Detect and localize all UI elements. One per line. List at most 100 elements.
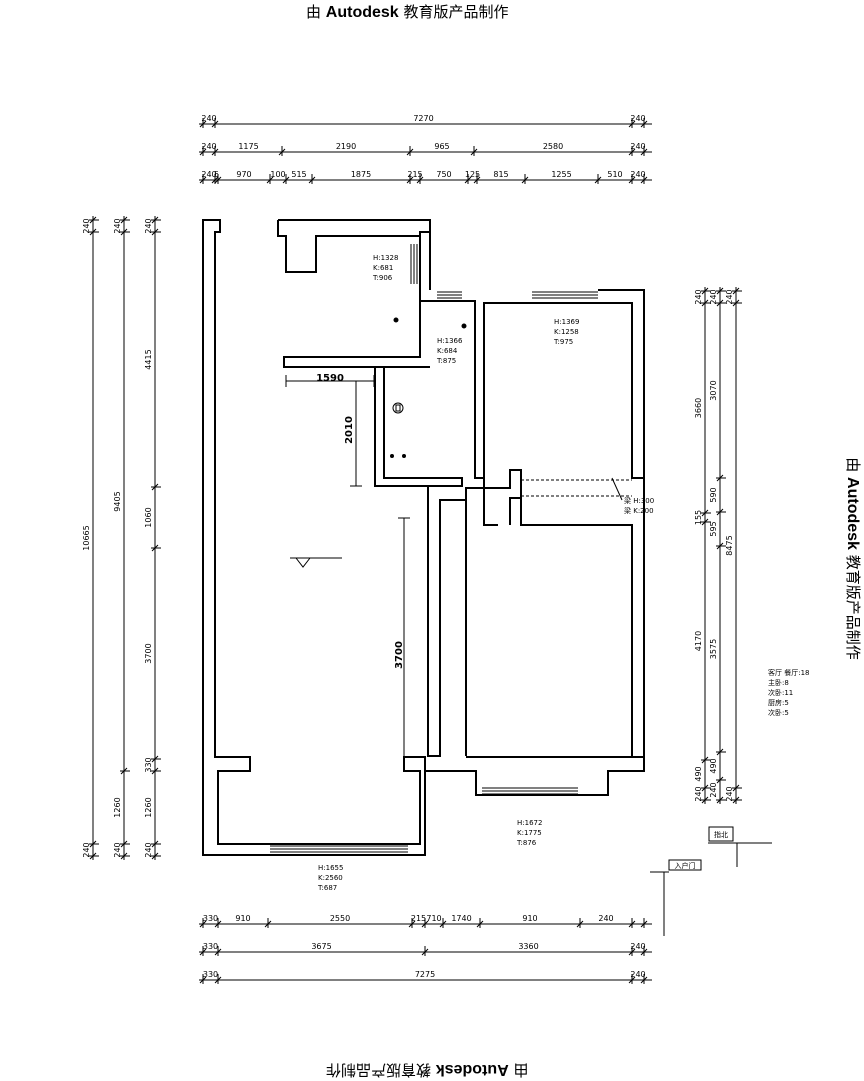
dim-label: 3675 (311, 942, 331, 951)
dim-label: 240 (694, 289, 703, 304)
dim-label: 240 (630, 942, 645, 951)
north-box (708, 826, 734, 842)
dim-label: 240 (630, 170, 645, 179)
window-note-3: H:1369 (554, 318, 579, 326)
window-note-1: K:681 (373, 264, 393, 272)
dim-label: 240 (725, 289, 734, 304)
beam-note: 梁 K:200 (624, 506, 654, 515)
dim-label: 4170 (694, 631, 703, 651)
dim-label: 240 (709, 782, 718, 797)
dim-label: 240 (201, 142, 216, 151)
dim-label: 330 (144, 757, 153, 772)
entry-box (668, 859, 702, 871)
dim-label: 240 (113, 218, 122, 233)
dim-label: 125 (465, 170, 480, 179)
dim-label: 215 (407, 170, 422, 179)
dim-label: 240 (709, 289, 718, 304)
dim-label: 240 (113, 842, 122, 857)
dim-label: 240 (598, 914, 613, 923)
dim-label: 2580 (543, 142, 563, 151)
dim-label: 490 (694, 766, 703, 781)
room-notes: 厨房:5 (768, 698, 789, 707)
dim-label: 240 (725, 786, 734, 801)
watermark-top: 由 Autodesk 教育版产品制作 (306, 3, 509, 21)
dim-label: 330 (203, 942, 218, 951)
dim-label: 8475 (725, 535, 734, 555)
dim-label: 1255 (551, 170, 571, 179)
level-marker-icon (290, 557, 342, 568)
dim-label: 3700 (144, 643, 153, 663)
beam-note: 梁 H:300 (624, 496, 654, 505)
dim-label: 1875 (351, 170, 371, 179)
dim-label: 910 (235, 914, 250, 923)
dim-label: 595 (709, 521, 718, 536)
dim-label: 3360 (518, 942, 538, 951)
dim-label: 240 (694, 786, 703, 801)
dim-label: 510 (607, 170, 622, 179)
dim-label: 215 (411, 914, 426, 923)
dim-label: 1260 (113, 797, 122, 817)
wall-1 (278, 219, 431, 368)
room-notes: 次卧:11 (768, 688, 793, 697)
dim-label: 1060 (144, 507, 153, 527)
dim-label: 815 (493, 170, 508, 179)
wall-0 (202, 219, 426, 856)
dim-label: 9405 (113, 491, 122, 511)
window-note-2: H:1366 (437, 337, 463, 345)
room-notes: 主卧:8 (768, 678, 789, 687)
window-note-5: T:687 (317, 884, 337, 892)
dim-interior-v2 (398, 517, 410, 757)
dim-label: 910 (522, 914, 537, 923)
dim-interior-v1 (350, 381, 362, 487)
walls (202, 219, 645, 856)
dim-interior-label: 3700 (394, 641, 405, 669)
window-note-3: K:1258 (554, 328, 579, 336)
dim-label: 1260 (144, 797, 153, 817)
dim-label: 515 (291, 170, 306, 179)
watermark-left: 由 Autodesk 教育版产品制作 (0, 449, 2, 652)
window-note-2: T:875 (436, 357, 456, 365)
dim-label: 1740 (451, 914, 471, 923)
fixture-dot (390, 454, 394, 458)
dim-label: 5 (214, 170, 219, 179)
dim-label: 490 (709, 758, 718, 773)
wall-2 (277, 220, 420, 273)
dim-label: 4415 (144, 349, 153, 369)
fixture-dot (393, 317, 399, 323)
dim-label: 710 (426, 914, 441, 923)
dim-label: 7275 (415, 970, 435, 979)
beam-leader (611, 477, 623, 501)
fixture-dot (402, 454, 406, 458)
dim-label: 3575 (709, 639, 718, 659)
wall-3 (374, 367, 463, 487)
dim-label: 3070 (709, 380, 718, 400)
window-note-2: K:684 (437, 347, 458, 355)
dim-label: 750 (436, 170, 451, 179)
dim-label: 240 (630, 142, 645, 151)
toilet-tank (395, 404, 401, 412)
window-note-1: T:906 (372, 274, 393, 282)
dim-label: 7270 (413, 114, 433, 123)
wall-8 (509, 497, 521, 525)
dim-label: 240 (144, 218, 153, 233)
fixtures (270, 244, 772, 936)
window-note-4: K:1775 (517, 829, 542, 837)
north-arrow (708, 842, 772, 867)
dim-label: 240 (201, 114, 216, 123)
dim-label: 3660 (694, 398, 703, 418)
dim-label: 240 (630, 114, 645, 123)
entry-arrow (650, 871, 669, 936)
dim-interior-label: 1590 (316, 373, 344, 384)
dim-label: 965 (434, 142, 449, 151)
window-note-4: T:876 (516, 839, 537, 847)
dim-label: 240 (82, 842, 91, 857)
dim-label: 240 (144, 842, 153, 857)
window-note-3: T:975 (553, 338, 573, 346)
dim-label: 100 (270, 170, 285, 179)
window-note-1: H:1328 (373, 254, 398, 262)
beam-dashed (521, 479, 632, 497)
wall-7 (465, 469, 633, 758)
dim-label: 590 (709, 487, 718, 502)
wall-4 (419, 289, 645, 479)
